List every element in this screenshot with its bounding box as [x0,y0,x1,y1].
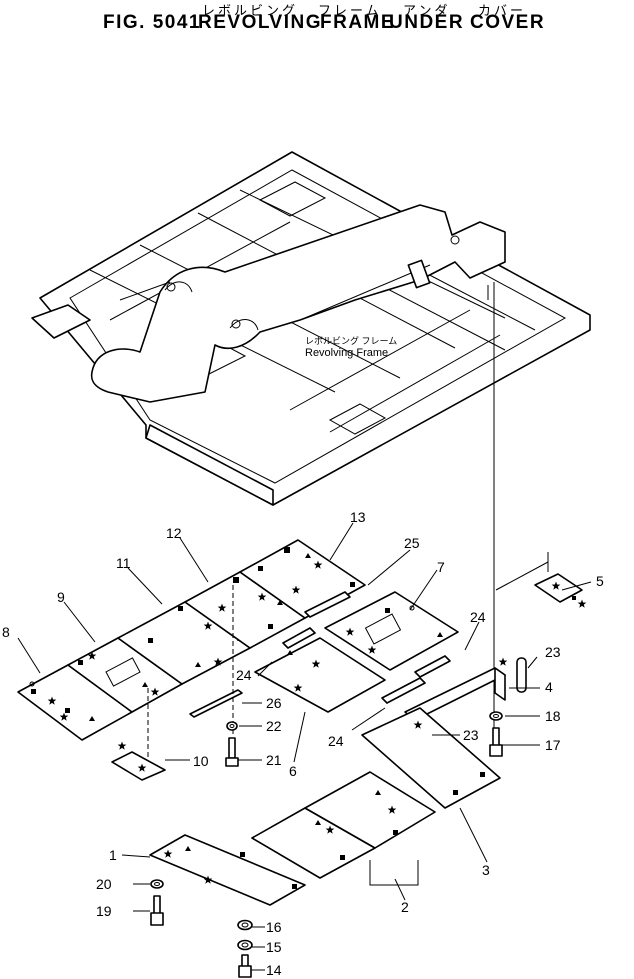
star-mark [498,657,508,666]
spacer-25 [304,591,351,618]
cover-plate-2 [251,771,436,879]
title-jp-word: レボルビング [202,4,299,19]
washer-18 [489,711,503,721]
title-word: FRAME [320,12,396,33]
callout-22: 22 [266,718,282,734]
callout-23b: 23 [463,727,479,743]
callout-20: 20 [96,876,112,892]
cover-plate-8 [17,664,133,741]
callout-24: 24 [470,609,486,625]
bolt-21 [225,737,239,767]
title-word: UNDER [389,12,465,33]
title-jp-word: フレーム [318,4,382,19]
frame-label-en: Revolving Frame [305,347,388,359]
callout-24b: 24 [236,667,252,683]
bolt-17 [489,727,503,757]
callout-19: 19 [96,903,112,919]
callout-21: 21 [266,752,282,768]
washer-22 [226,721,238,731]
callout-3: 3 [482,862,490,878]
callout-9: 9 [57,589,65,605]
title-word: COVER [470,12,546,33]
callout-13: 13 [350,509,366,525]
star-mark [577,599,587,608]
bolt-19 [150,895,164,926]
cover-plate-5 [534,573,583,603]
callout-23: 23 [545,644,561,660]
callout-16: 16 [266,919,282,935]
washer-15 [237,939,253,951]
cover-plate-6 [254,637,386,713]
spacer-24 [282,627,451,704]
frame-label-jp: レボルビング フレーム [305,335,397,346]
cover-plate-7 [324,591,459,671]
cover-plate-10 [111,751,166,781]
callout-7: 7 [437,559,445,575]
figure-number: FIG. 5041 [103,12,201,33]
callout-5: 5 [596,573,604,589]
title-block: レボルビング フレーム アンダ カバー FIG. 5041 REVOLVING … [0,0,634,40]
callout-18: 18 [545,708,561,724]
callout-25: 25 [404,535,420,551]
callout-12: 12 [166,525,182,541]
guide-line [495,561,549,591]
revolving-frame [31,151,591,506]
title-jp-word: アンダ [403,4,451,19]
callout-11: 11 [116,555,131,571]
callout-24c: 24 [328,733,344,749]
callout-10: 10 [193,753,209,769]
callout-6: 6 [289,763,297,779]
callout-8: 8 [2,624,10,640]
leader-lines [17,522,592,971]
cover-plate-3 [361,707,501,809]
callout-26: 26 [266,695,282,711]
bolt-14 [238,954,252,978]
bracket-26 [189,689,243,718]
star-mark [117,741,127,750]
washer-16 [237,919,253,931]
title-word: REVOLVING [198,12,322,33]
washer-20 [150,879,164,889]
callout-17: 17 [545,737,561,753]
callout-1: 1 [109,847,117,863]
title-jp-word: カバー [478,4,527,19]
callout-2: 2 [401,899,409,915]
callout-4: 4 [545,679,553,695]
callout-15: 15 [266,939,282,955]
cover-plate-1 [149,834,306,906]
callout-14: 14 [266,962,282,978]
